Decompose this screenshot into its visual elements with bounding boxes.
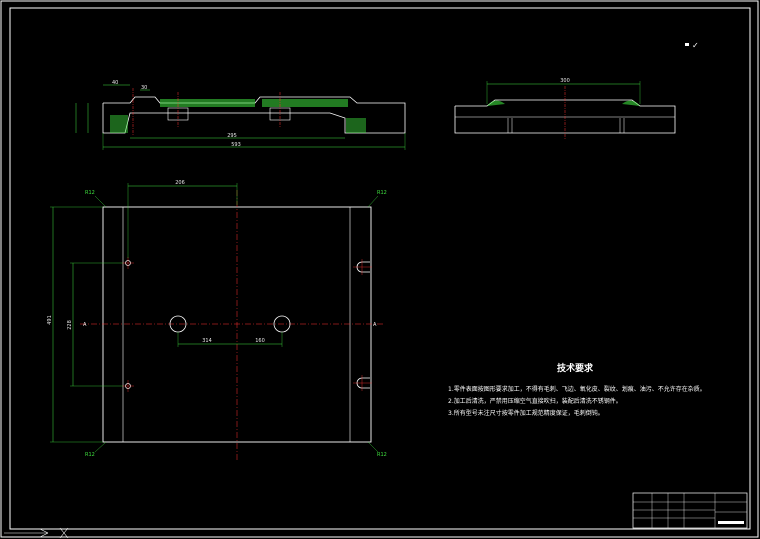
ucs-marker (4, 527, 69, 539)
corner-radius-top-right: R12 (377, 190, 387, 196)
side-dim-width: 300 (560, 78, 570, 84)
front-dim-small-1: 40 (112, 80, 118, 86)
plan-dim-bore-offset: 314 (202, 338, 212, 344)
corner-radius-top-left: R12 (85, 190, 95, 196)
tech-req-item-2: 2.加工后清洗，严禁用压缩空气直接吹扫，装配后清洗不锈钢件。 (448, 397, 622, 405)
roughness-symbol: ✓ (685, 41, 699, 50)
plan-view: 206 491 228 314 160 R12 R12 R12 R12 A A (47, 180, 387, 462)
plan-dim-bore-spacing: 160 (255, 338, 265, 344)
technical-requirements: 技术要求 1.零件表面按图形要求加工，不得有毛刺、飞边、氧化皮、裂纹、划痕、油污… (448, 362, 706, 417)
front-dim-overall-width: 593 (231, 142, 241, 148)
front-dim-small-2: 30 (141, 85, 147, 91)
side-view: 300 (454, 78, 676, 140)
front-dim-inner-width: 295 (227, 133, 237, 139)
corner-radius-bottom-left: R12 (85, 452, 95, 458)
plan-dim-overall-height: 491 (47, 315, 53, 325)
section-mark-left: A (83, 322, 87, 328)
tech-req-item-1: 1.零件表面按图形要求加工，不得有毛刺、飞边、氧化皮、裂纹、划痕、油污、不允许存… (448, 385, 706, 393)
front-section-view: 295 593 40 30 (75, 80, 406, 150)
title-block (632, 492, 748, 529)
tech-req-item-3: 3.所有型号未注尺寸按零件加工规范精度保证，毛刺倒钝。 (448, 409, 604, 417)
roughness-check-icon: ✓ (692, 41, 699, 50)
corner-radius-bottom-right: R12 (377, 452, 387, 458)
section-mark-right: A (373, 322, 377, 328)
drawing-frame (9, 7, 751, 530)
plan-dim-hole-pitch: 228 (67, 320, 73, 330)
tech-req-title: 技术要求 (557, 362, 594, 374)
plan-dim-top-offset: 206 (175, 180, 185, 186)
